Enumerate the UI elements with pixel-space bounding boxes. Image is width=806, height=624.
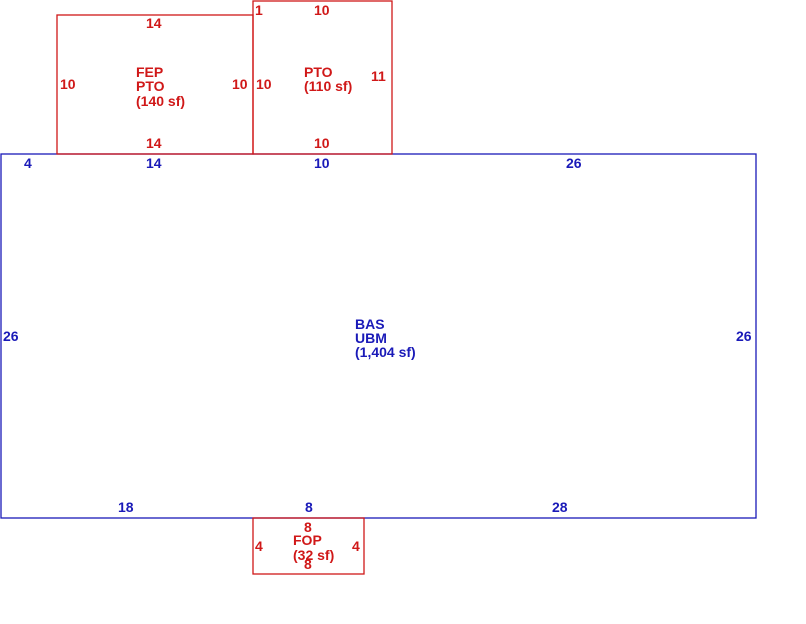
fop-dim-top: 8	[304, 519, 312, 535]
fop-code: FOP	[293, 532, 322, 548]
bas-dim-top-b: 14	[146, 155, 162, 171]
fep-dim-left: 10	[60, 76, 76, 92]
fep-area: (140 sf)	[136, 93, 185, 109]
fep-dim-right: 10	[232, 76, 248, 92]
bas-dim-left: 26	[3, 328, 19, 344]
bas-dim-top-c: 10	[314, 155, 330, 171]
fep-dim-top: 14	[146, 15, 162, 31]
pto-outline	[252, 0, 393, 155]
fop-dim-right: 4	[352, 538, 360, 554]
pto-dim-right: 11	[371, 68, 386, 84]
pto-dim-bottom: 10	[314, 135, 330, 151]
bas-dim-bottom-c: 28	[552, 499, 568, 515]
bas-dim-bottom-b: 8	[305, 499, 313, 515]
bas-dim-right: 26	[736, 328, 752, 344]
fop-dim-left: 4	[255, 538, 263, 554]
fep-dim-bottom: 14	[146, 135, 162, 151]
pto-dim-corner: 1	[255, 2, 263, 18]
fep-code: FEP	[136, 64, 163, 80]
fop-dim-bottom: 8	[304, 556, 312, 572]
bas-dim-top-d: 26	[566, 155, 582, 171]
bas-subcode: UBM	[355, 330, 387, 346]
fep-subcode: PTO	[136, 78, 165, 94]
bas-area: (1,404 sf)	[355, 344, 416, 360]
pto-area: (110 sf)	[304, 78, 352, 94]
fop-outline	[252, 517, 365, 575]
bas-dim-bottom-a: 18	[118, 499, 134, 515]
bas-code: BAS	[355, 316, 385, 332]
pto-code: PTO	[304, 64, 333, 80]
pto-dim-top: 10	[314, 2, 330, 18]
fop-area: (32 sf)	[293, 547, 334, 563]
bas-dim-top-a: 4	[24, 155, 32, 171]
pto-dim-left: 10	[256, 76, 272, 92]
